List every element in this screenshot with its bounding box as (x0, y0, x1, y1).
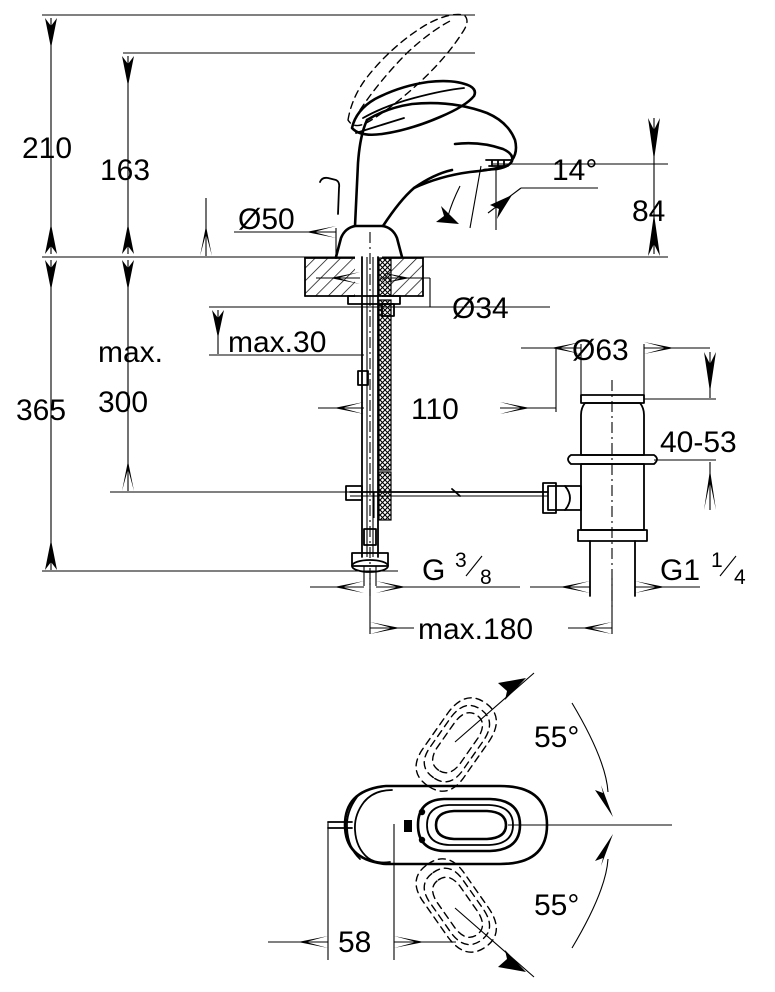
plan-lever-phantom-down (415, 858, 497, 953)
dimension-g114 (530, 581, 700, 593)
dimension-84 (493, 118, 668, 256)
label-4053: 40-53 (660, 426, 737, 459)
arc-14deg (447, 185, 461, 217)
label-110: 110 (411, 393, 459, 426)
label-max180: max.180 (418, 613, 533, 646)
mounting-washer (347, 295, 401, 305)
faucet-shank (361, 256, 392, 558)
label-163: 163 (100, 154, 150, 187)
label-g38: G 3 8 (422, 549, 492, 589)
faucet-elevation-geometry (42, 13, 668, 596)
label-14deg: 14° (552, 154, 597, 187)
label-210: 210 (22, 132, 72, 165)
plan-lever-phantom-up (415, 697, 497, 792)
label-max30: max.30 (228, 326, 326, 359)
mounting-nut (381, 303, 395, 317)
label-58: 58 (338, 926, 371, 959)
waste-assembly-geometry (542, 380, 658, 610)
label-55-down: 55° (534, 889, 579, 922)
lever-crease (362, 87, 465, 119)
vertical-dimension-group (42, 14, 475, 572)
lever-handle (350, 79, 477, 137)
label-g38-denominator: 8 (480, 566, 492, 589)
label-g38-numerator: 3 (455, 549, 467, 572)
label-max-prefix: max. (98, 336, 163, 369)
pop-up-linkage (345, 485, 549, 518)
leader-55-up (454, 672, 535, 743)
hose-clip (357, 370, 369, 386)
label-d50: Ø50 (238, 203, 295, 236)
spout-top (365, 101, 518, 162)
plan-lift-rod-stub (327, 821, 353, 829)
pop-up-lift-rod (319, 176, 341, 215)
dimension-d63 (521, 342, 710, 398)
dimension-text-group: 210 163 365 max. 300 Ø50 Ø34 max.30 110 … (16, 132, 746, 959)
label-55-up: 55° (534, 721, 579, 754)
plan-body-inner (354, 789, 393, 864)
dimension-max180 (369, 578, 613, 634)
arc-55-down (571, 858, 609, 949)
dimension-max30 (209, 306, 430, 356)
label-84: 84 (632, 195, 665, 228)
ref-line-spout-angle (469, 165, 482, 229)
lever-raised-crease (359, 19, 453, 111)
label-g114-main: G1 (660, 554, 700, 587)
dimension-g38 (310, 581, 520, 593)
lever-handle-raised-phantom (347, 13, 468, 127)
lever-lower-edge (355, 117, 405, 134)
dimension-d50 (200, 198, 337, 259)
label-g38-main: G (422, 554, 445, 587)
faucet-body-rear (353, 118, 369, 228)
waste-knurled-nut (542, 482, 557, 514)
plan-lever-socket (416, 797, 522, 853)
arc-55-up (571, 702, 609, 793)
label-365: 365 (16, 394, 66, 427)
dimension-14deg (436, 165, 598, 230)
plan-view-geometry (268, 672, 672, 978)
plan-dot-upper (418, 808, 426, 816)
supply-connector (351, 528, 389, 586)
dimension-110 (318, 348, 557, 414)
label-300: 300 (98, 386, 148, 419)
label-d63: Ø63 (572, 334, 629, 367)
plan-index-mark (404, 820, 412, 832)
label-g114-numerator: 1 (711, 549, 723, 572)
dimension-4053 (644, 352, 716, 510)
label-g114-denominator: 4 (734, 566, 746, 589)
leader-55-down (454, 907, 535, 978)
faucet-base-collar (334, 224, 404, 259)
plan-dot-lower (418, 836, 426, 844)
waste-side-port (547, 485, 582, 511)
label-g114: G1 1 4 (660, 549, 746, 589)
label-d34: Ø34 (452, 292, 509, 325)
